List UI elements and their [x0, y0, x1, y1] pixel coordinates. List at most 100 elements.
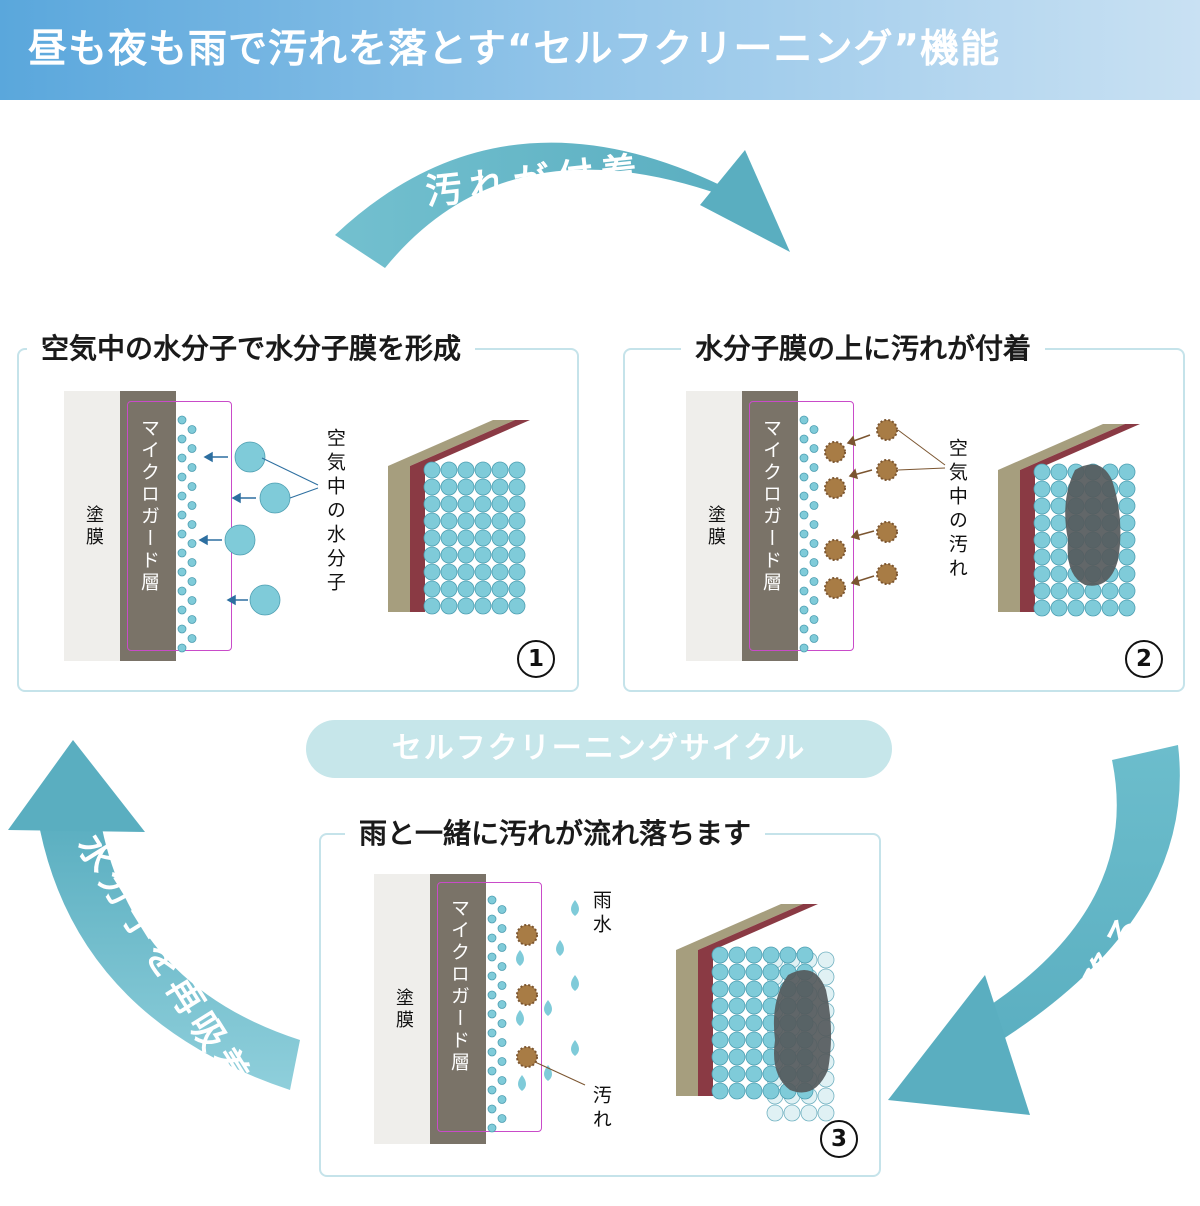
- cube-molecule: [457, 495, 475, 513]
- right-arrow-body: [950, 745, 1180, 1065]
- panel-1-cube: [388, 420, 530, 615]
- washed-molecule: [800, 1104, 818, 1122]
- rain-drop: [556, 940, 564, 956]
- cube-molecule: [423, 580, 441, 598]
- cube-molecule: [440, 580, 458, 598]
- water-molecule: [497, 981, 507, 990]
- cube-molecule: [508, 563, 526, 581]
- cube-molecule: [711, 1048, 729, 1066]
- panel-2-molecules: [799, 415, 946, 653]
- cube-molecule: [474, 478, 492, 496]
- cube-molecule: [423, 512, 441, 530]
- water-molecule: [799, 453, 809, 463]
- water-molecule: [497, 962, 507, 971]
- water-molecule-large: [224, 524, 256, 556]
- right-arrow-head: [888, 975, 1030, 1115]
- page-title: 昼も夜も雨で汚れを落とす“セルフクリーニング”機能: [28, 27, 1001, 72]
- water-molecule: [809, 444, 819, 453]
- cube-molecule: [1118, 582, 1136, 600]
- cube-molecule: [491, 478, 509, 496]
- cube-molecule: [728, 1065, 746, 1083]
- cube-molecule: [1101, 582, 1119, 600]
- water-molecule: [809, 539, 819, 548]
- water-molecule: [809, 558, 819, 567]
- water-molecule: [487, 1066, 497, 1076]
- rain-drop: [571, 900, 579, 916]
- panel-3-coating: [374, 874, 432, 1144]
- panel-2-microguard-layer: [742, 391, 798, 661]
- top-arrow-head: [700, 150, 790, 252]
- cube-molecule: [1050, 480, 1068, 498]
- cube-molecule: [423, 546, 441, 564]
- water-molecule: [799, 510, 809, 520]
- panel-1-molecules: [177, 415, 319, 653]
- cube-molecule: [1118, 480, 1136, 498]
- water-molecule: [799, 624, 809, 634]
- cube-molecule: [1118, 599, 1136, 617]
- cube-molecule: [440, 512, 458, 530]
- cube-molecule: [728, 963, 746, 981]
- cube-molecule: [474, 512, 492, 530]
- cube-molecule: [762, 980, 780, 998]
- panel-2-title: 水分子膜の上に汚れが付着: [681, 330, 1046, 368]
- cube-molecule: [440, 563, 458, 581]
- rain-drop: [571, 1040, 579, 1056]
- water-molecule: [487, 971, 497, 981]
- water-molecule: [497, 1019, 507, 1028]
- cube-molecule: [779, 946, 797, 964]
- rain-drop: [516, 1010, 524, 1026]
- cube-molecule: [1033, 463, 1051, 481]
- dirt-particle: [516, 984, 538, 1006]
- dirt-particle: [876, 563, 898, 585]
- panel-2-coating: [686, 391, 744, 661]
- cube-molecule: [474, 563, 492, 581]
- water-molecule: [799, 415, 809, 425]
- water-molecule: [487, 895, 497, 905]
- cube-molecule: [1084, 599, 1102, 617]
- cube-molecule: [1118, 548, 1136, 566]
- cube-molecule: [1050, 531, 1068, 549]
- cube-molecule: [728, 1048, 746, 1066]
- cube-molecule: [457, 478, 475, 496]
- cube-molecule: [745, 963, 763, 981]
- header-banner: 昼も夜も雨で汚れを落とす“セルフクリーニング”機能: [0, 0, 1200, 100]
- cube-molecule: [423, 478, 441, 496]
- water-molecule: [497, 924, 507, 933]
- washed-molecule: [783, 1104, 801, 1122]
- water-molecule: [799, 567, 809, 577]
- cube-molecule: [457, 529, 475, 547]
- cube-molecule: [711, 1065, 729, 1083]
- cube-molecule: [1050, 463, 1068, 481]
- panel-2-callout-label: 空気中の汚れ: [945, 438, 968, 582]
- panel-1-coating-label: 塗膜: [83, 505, 104, 549]
- cube-molecule: [474, 461, 492, 479]
- cube-molecule: [1033, 480, 1051, 498]
- panel-1-coating: [64, 391, 122, 661]
- panel-1-callout-label: 空気中の水分子: [323, 428, 346, 596]
- panel-3-dirt-label: 汚れ: [589, 1085, 612, 1133]
- water-molecule: [187, 558, 197, 567]
- cube-molecule: [728, 1014, 746, 1032]
- panel-2-cube: [998, 424, 1140, 617]
- cube-molecule: [745, 1014, 763, 1032]
- cube-molecule: [711, 1014, 729, 1032]
- cube-molecule: [474, 529, 492, 547]
- cube-molecule: [491, 529, 509, 547]
- cube-molecule: [728, 1031, 746, 1049]
- cube-molecule: [711, 1082, 729, 1100]
- cube-molecule: [440, 597, 458, 615]
- cube-molecule: [423, 597, 441, 615]
- cube-molecule: [1033, 548, 1051, 566]
- panel-1-title: 空気中の水分子で水分子膜を形成: [27, 330, 476, 368]
- water-molecule: [799, 491, 809, 501]
- rain-drop: [518, 1075, 526, 1091]
- cube-molecule: [491, 580, 509, 598]
- water-molecule: [809, 577, 819, 586]
- cube-molecule: [745, 1065, 763, 1083]
- cube-molecule: [457, 512, 475, 530]
- cube-molecule: [728, 946, 746, 964]
- water-molecule: [497, 1076, 507, 1085]
- water-molecule: [487, 1104, 497, 1114]
- cube-molecule: [440, 495, 458, 513]
- water-molecule: [809, 482, 819, 491]
